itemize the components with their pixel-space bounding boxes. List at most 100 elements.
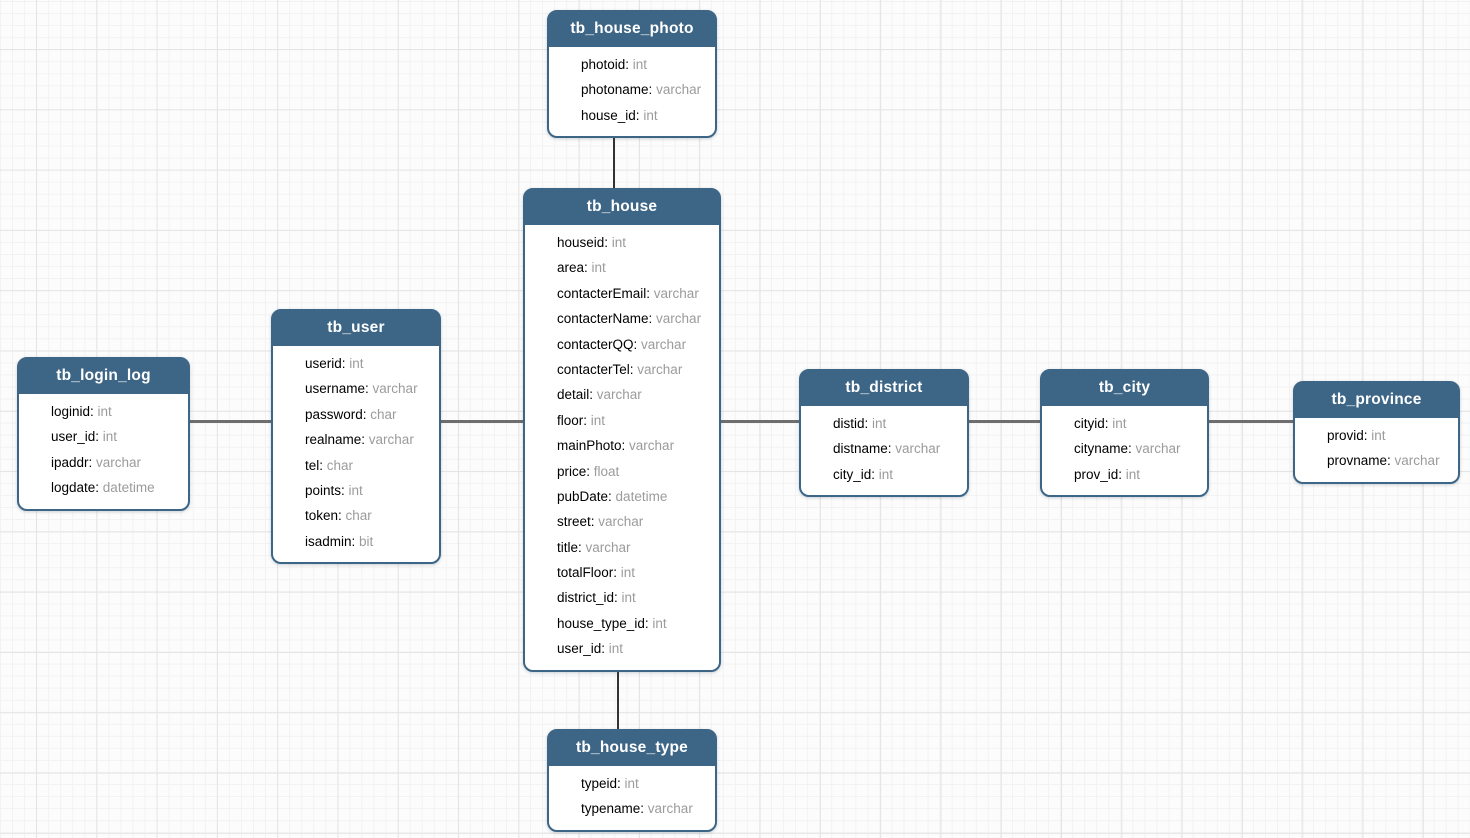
field-name: city_id:: [833, 466, 876, 482]
field-row: district_id: int: [557, 585, 711, 610]
field-type: varchar: [652, 82, 702, 98]
connector-user-to-house[interactable]: [440, 420, 525, 423]
field-type: varchar: [650, 285, 699, 301]
field-row: cityname: varchar: [1074, 436, 1199, 461]
field-name: title:: [557, 539, 582, 555]
field-row: userid: int: [305, 351, 431, 376]
field-type: bit: [355, 533, 374, 549]
table-title: tb_login_log: [19, 359, 188, 394]
field-type: varchar: [625, 438, 675, 454]
field-row: loginid: int: [51, 399, 180, 424]
field-type: int: [617, 590, 636, 606]
field-type: int: [605, 641, 624, 657]
field-name: distid:: [833, 416, 869, 431]
field-name: password:: [305, 406, 367, 422]
field-name: points:: [305, 482, 345, 498]
field-type: char: [366, 406, 397, 422]
field-name: mainPhoto:: [557, 438, 626, 454]
entity-tb-house-photo[interactable]: tb_house_photo photoid: int photoname: va…: [547, 10, 717, 139]
field-name: street:: [557, 514, 595, 530]
connector-house-to-district[interactable]: [720, 420, 801, 423]
field-row: user_id: int: [51, 424, 180, 449]
field-row: prov_id: int: [1074, 462, 1199, 487]
field-row: houseid: int: [557, 230, 711, 255]
field-type: int: [868, 416, 887, 431]
field-type: varchar: [593, 387, 642, 403]
connector-login-log-to-user[interactable]: [189, 420, 273, 423]
field-row: typename: varchar: [581, 796, 707, 821]
field-type: int: [345, 356, 364, 371]
field-name: cityid:: [1074, 416, 1109, 431]
field-type: int: [587, 412, 606, 428]
field-row: contacterEmail: varchar: [557, 281, 711, 306]
connector-house-photo-to-house[interactable]: [613, 133, 615, 189]
field-name: logdate:: [51, 480, 100, 496]
field-row: provname: varchar: [1327, 448, 1450, 473]
field-name: photoid:: [581, 57, 630, 72]
field-row: house_type_id: int: [557, 611, 711, 636]
field-type: varchar: [1131, 441, 1181, 457]
field-row: contacterQQ: varchar: [557, 332, 711, 357]
field-name: user_id:: [51, 429, 100, 445]
field-type: int: [617, 565, 636, 581]
field-name: typeid:: [581, 776, 621, 791]
field-name: house_id:: [581, 107, 640, 123]
field-row: photoname: varchar: [581, 77, 707, 102]
field-row: points: int: [305, 478, 431, 503]
field-name: ipaddr:: [51, 454, 93, 470]
field-name: price:: [557, 463, 591, 479]
field-row: area: int: [557, 255, 711, 280]
field-row: detail: varchar: [557, 382, 711, 407]
field-type: int: [1108, 416, 1127, 431]
field-row: house_id: int: [581, 103, 707, 128]
field-row: distid: int: [833, 411, 959, 436]
field-type: datetime: [99, 480, 155, 496]
field-type: varchar: [644, 801, 693, 817]
table-title: tb_house_photo: [549, 12, 715, 47]
connector-district-to-city[interactable]: [968, 420, 1042, 423]
field-type: int: [587, 260, 606, 276]
field-name: contacterQQ:: [557, 336, 638, 352]
table-title: tb_province: [1295, 383, 1458, 418]
field-name: house_type_id:: [557, 615, 649, 631]
field-name: distname:: [833, 441, 892, 457]
field-row: street: varchar: [557, 509, 711, 534]
field-name: floor:: [557, 412, 588, 428]
field-type: varchar: [652, 311, 702, 327]
field-row: typeid: int: [581, 771, 707, 796]
field-name: loginid:: [51, 404, 94, 419]
field-row: pubDate: datetime: [557, 484, 711, 509]
connector-city-to-province[interactable]: [1208, 420, 1295, 423]
field-name: contacterEmail:: [557, 285, 651, 301]
connector-house-to-house-type[interactable]: [617, 665, 619, 730]
field-type: int: [639, 107, 658, 123]
field-row: tel: char: [305, 453, 431, 478]
field-row: price: float: [557, 459, 711, 484]
field-name: photoname:: [581, 82, 653, 98]
field-type: int: [608, 235, 627, 250]
field-type: int: [344, 482, 363, 498]
field-type: varchar: [581, 539, 631, 555]
field-name: provname:: [1327, 453, 1391, 469]
field-type: int: [620, 776, 639, 791]
field-row: floor: int: [557, 408, 711, 433]
field-row: token: char: [305, 503, 431, 528]
field-row: realname: varchar: [305, 427, 431, 452]
field-type: varchar: [1390, 453, 1440, 469]
field-row: password: char: [305, 402, 431, 427]
field-row: user_id: int: [557, 636, 711, 661]
field-type: int: [875, 466, 894, 482]
field-type: int: [1122, 466, 1141, 482]
